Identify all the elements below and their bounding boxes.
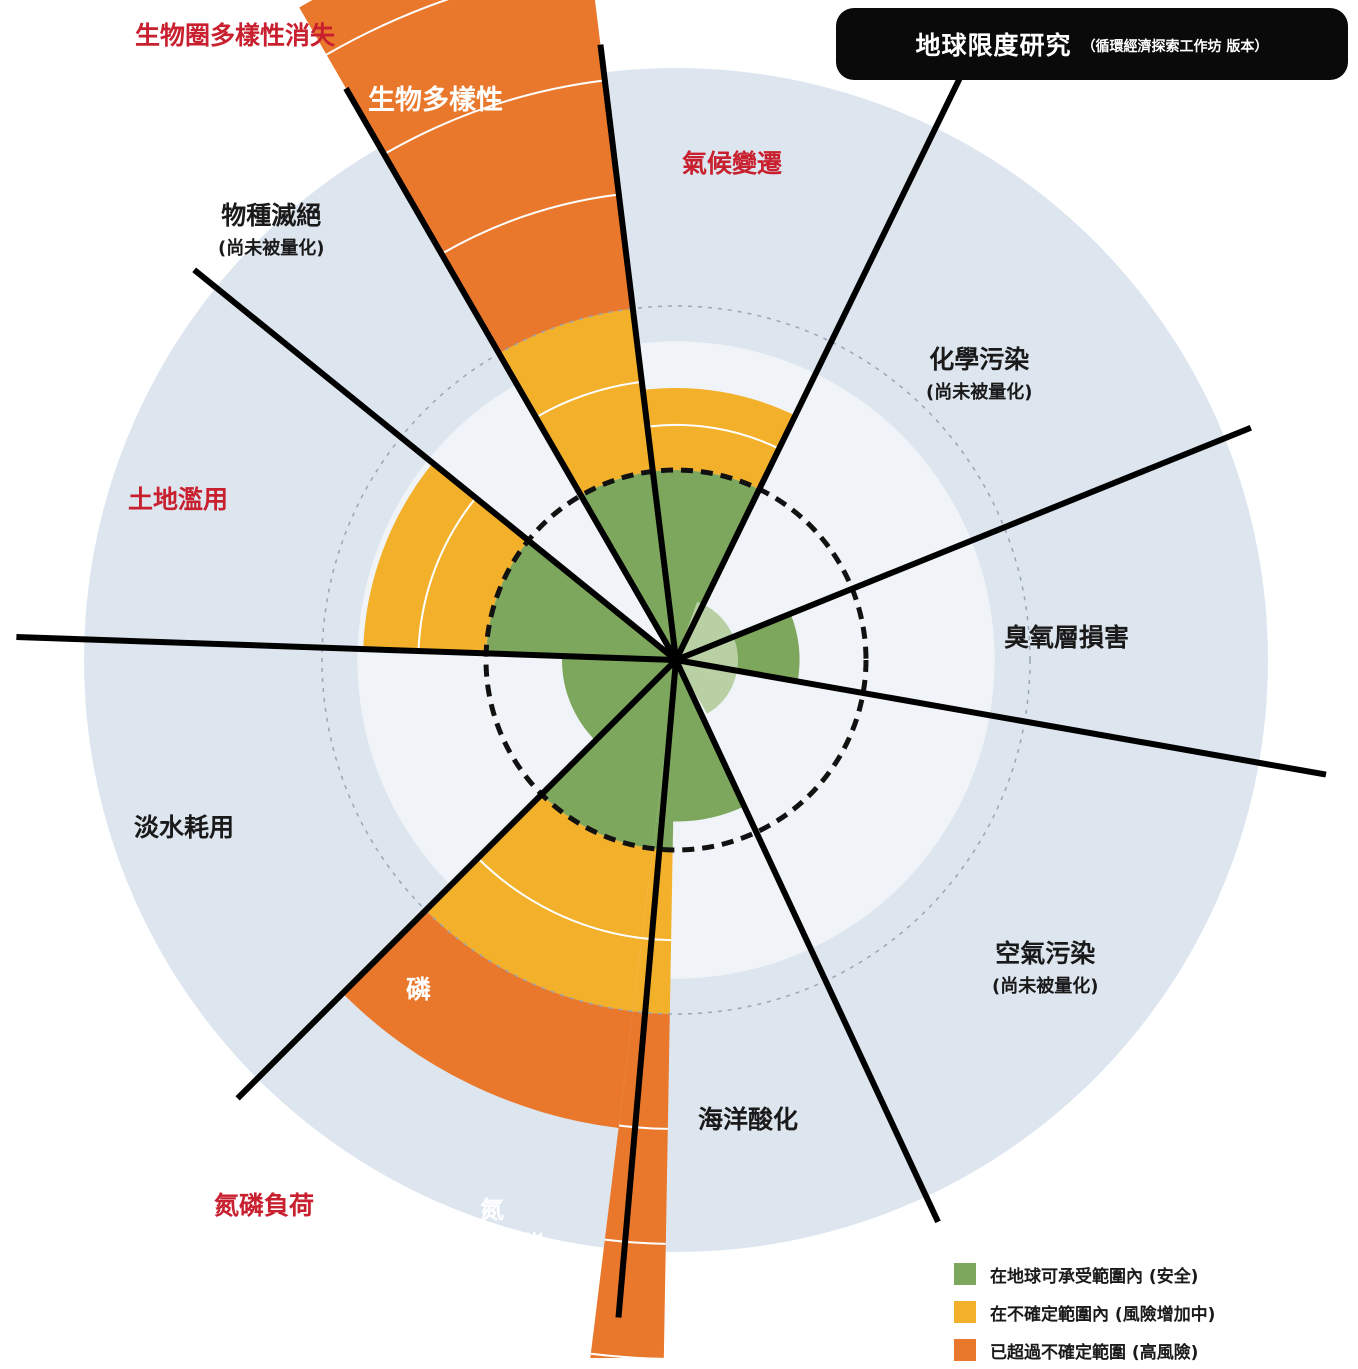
sector-divider: [16, 633, 677, 663]
bar-uncertain: [499, 308, 653, 496]
sector-backdrop: [428, 384, 676, 660]
legend-item: 已超過不確定範圍 (高風險): [954, 1331, 1215, 1369]
band-line: [326, 0, 450, 56]
label-extinction-text: 物種滅絕: [221, 201, 322, 230]
label-biosphere: 生物圈多樣性消失: [135, 21, 336, 50]
sector-divider: [675, 657, 1327, 778]
uncertainty-ring: [321, 305, 1031, 1015]
band-line: [604, 1238, 666, 1245]
safe-boundary-ring: [483, 467, 869, 853]
label-chemical-note: (尚未被量化): [926, 382, 1033, 403]
band-line: [590, 1352, 664, 1358]
label-chemical-text: 化學污染: [929, 345, 1030, 374]
label-air: 空氣污染 (尚未被量化): [992, 934, 1098, 998]
legend: 在地球可承受範圍內 (安全) 在不確定範圍內 (風險增加中) 已超過不確定範圍 …: [954, 1255, 1215, 1369]
bar-high-risk: [342, 910, 633, 1128]
band-line: [383, 79, 605, 156]
legend-item: 在地球可承受範圍內 (安全): [954, 1255, 1215, 1293]
sector-divider: [192, 267, 678, 663]
label-nitrogen-sub1: (人為的沿岸: [440, 1231, 544, 1253]
label-nitrogen-main: 氮: [480, 1196, 504, 1224]
bar-high-risk: [299, 0, 633, 354]
sector-divider: [673, 658, 941, 1224]
sector-backdrop: [676, 373, 972, 660]
sector-divider: [235, 657, 679, 1101]
label-freshwater: 淡水耗用: [134, 813, 235, 842]
title-box: 地球限度研究 （循環經濟探索工作坊 版本）: [836, 8, 1348, 80]
label-air-text: 空氣污染: [995, 939, 1096, 968]
bar-safe: [652, 470, 760, 660]
inner-light-wedge: [676, 660, 735, 714]
sector-divider: [597, 44, 679, 661]
bar-safe: [486, 540, 676, 660]
page-subtitle: （循環經濟探索工作坊 版本）: [1081, 39, 1269, 55]
bar-uncertain: [425, 794, 653, 1012]
bar-uncertain: [642, 388, 796, 490]
band-line: [477, 857, 642, 940]
legend-swatch-safe: [954, 1263, 976, 1285]
sector-divider: [674, 424, 1252, 663]
label-air-note: (尚未被量化): [992, 976, 1099, 997]
page-title: 地球限度研究: [915, 31, 1072, 60]
label-biodiversity: 生物多樣性: [368, 85, 503, 116]
legend-label: 在地球可承受範圍內 (安全): [990, 1266, 1199, 1287]
sector-divider: [615, 659, 679, 1318]
label-phosphorus: 磷: [406, 975, 432, 1004]
label-climate: 氣候變遷: [682, 149, 783, 178]
bar-safe: [661, 660, 745, 822]
legend-label: 在不確定範圍內 (風險增加中): [990, 1304, 1216, 1325]
sector-divider: [673, 65, 969, 662]
sector-divider: [343, 86, 679, 662]
band-line: [417, 497, 477, 652]
band-line: [641, 937, 672, 942]
label-extinction: 物種滅絕 (尚未被量化): [218, 196, 324, 260]
label-land: 土地濫用: [128, 485, 229, 514]
sector-dividers: [16, 44, 1327, 1318]
band-line: [618, 1124, 668, 1130]
sector-backdrop: [676, 660, 990, 949]
band-line: [647, 423, 780, 450]
bar-safe: [541, 660, 676, 849]
label-ozone: 臭氧層損害: [1004, 623, 1130, 652]
label-biogeochemical: 氮磷負荷: [214, 1191, 315, 1220]
bar-safe: [562, 656, 676, 741]
label-chemical: 化學污染 (尚未被量化): [926, 340, 1032, 404]
bar-safe: [581, 471, 676, 660]
legend-item: 在不確定範圍內 (風險增加中): [954, 1293, 1215, 1331]
band-line: [441, 193, 619, 255]
label-nitrogen-sub2: 氮流量): [459, 1260, 525, 1282]
label-nitrogen: 氮 (人為的沿岸 氮流量): [408, 1190, 576, 1283]
label-ocean: 海洋酸化: [698, 1105, 799, 1134]
band-line: [535, 380, 642, 419]
label-extinction-note: (尚未被量化): [218, 238, 325, 259]
legend-swatch-high-risk: [954, 1339, 976, 1361]
legend-label: 已超過不確定範圍 (高風險): [990, 1342, 1199, 1363]
legend-swatch-uncertain: [954, 1301, 976, 1323]
